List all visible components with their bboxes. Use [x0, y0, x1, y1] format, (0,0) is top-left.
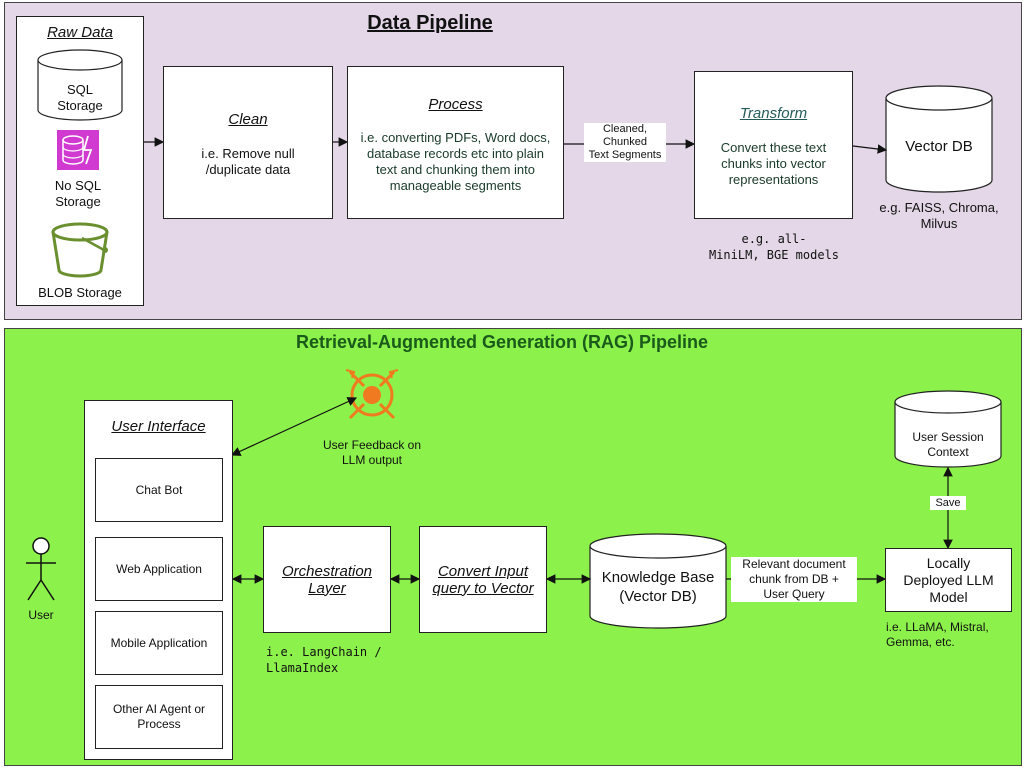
clean-desc: i.e. Remove null /duplicate data	[201, 146, 295, 177]
data-pipeline-title: Data Pipeline	[367, 12, 493, 34]
relevant-label: Relevant document chunk from DB + User Q…	[731, 557, 857, 602]
ui-item-other-agent[interactable]: Other AI Agent or Process	[95, 685, 223, 749]
orchestration-note: i.e. LangChain / LlamaIndex	[266, 645, 382, 675]
convert-box: Convert Input query to Vector	[419, 526, 547, 633]
ui-item-label: Other AI Agent or Process	[112, 702, 206, 731]
session-label: User Session Context	[912, 430, 984, 459]
process-box	[347, 66, 564, 219]
orchestration-box: Orchestration Layer	[263, 526, 391, 633]
user-icon	[26, 537, 56, 601]
session-cylinder	[894, 390, 1002, 468]
segments-label: Cleaned, Chunked Text Segments	[584, 123, 666, 162]
vector-db-note: e.g. FAISS, Chroma, Milvus	[879, 200, 999, 231]
vector-db-label: Vector DB	[905, 138, 973, 155]
ui-item-web-application[interactable]: Web Application	[95, 537, 223, 601]
raw-data-title: Raw Data	[47, 24, 113, 41]
user-label: User	[28, 608, 54, 622]
orchestration-title: Orchestration Layer	[281, 562, 373, 597]
blob-storage-label: BLOB Storage	[38, 285, 122, 300]
ui-item-mobile-application[interactable]: Mobile Application	[95, 611, 223, 675]
transform-desc: Convert these text chunks into vector re…	[720, 140, 827, 187]
llm-label: Locally Deployed LLM Model	[903, 554, 994, 605]
transform-title: Transform	[739, 105, 808, 122]
process-desc: i.e. converting PDFs, Word docs, databas…	[360, 130, 551, 193]
llm-note: i.e. LLaMA, Mistral, Gemma, etc.	[886, 620, 989, 649]
convert-title: Convert Input query to Vector	[432, 562, 534, 597]
user-interface-title: User Interface	[111, 418, 206, 435]
blob-storage-icon	[51, 222, 109, 278]
nosql-storage-icon	[57, 130, 99, 170]
sql-storage-label: SQL Storage	[57, 82, 103, 113]
save-label: Save	[930, 496, 966, 510]
sql-storage-icon	[37, 49, 123, 121]
clean-box	[163, 66, 333, 219]
ui-item-label: Chat Bot	[135, 483, 183, 497]
ui-item-label: Mobile Application	[110, 636, 208, 650]
transform-box	[694, 71, 853, 219]
ui-item-label: Web Application	[116, 562, 202, 576]
knowledge-base-cylinder	[589, 533, 727, 629]
ui-item-chat-bot[interactable]: Chat Bot	[95, 458, 223, 522]
knowledge-base-label: Knowledge Base (Vector DB)	[601, 569, 715, 605]
nosql-storage-label: No SQL Storage	[54, 178, 102, 209]
clean-title: Clean	[228, 111, 268, 128]
vector-db-cylinder	[885, 85, 993, 193]
process-title: Process	[428, 96, 483, 113]
rag-pipeline-title: Retrieval-Augmented Generation (RAG) Pip…	[295, 332, 709, 352]
feedback-label: User Feedback on LLM output	[322, 438, 422, 467]
llm-box: Locally Deployed LLM Model	[885, 548, 1012, 612]
feedback-icon	[345, 369, 399, 420]
transform-note: e.g. all- MiniLM, BGE models	[708, 232, 840, 262]
